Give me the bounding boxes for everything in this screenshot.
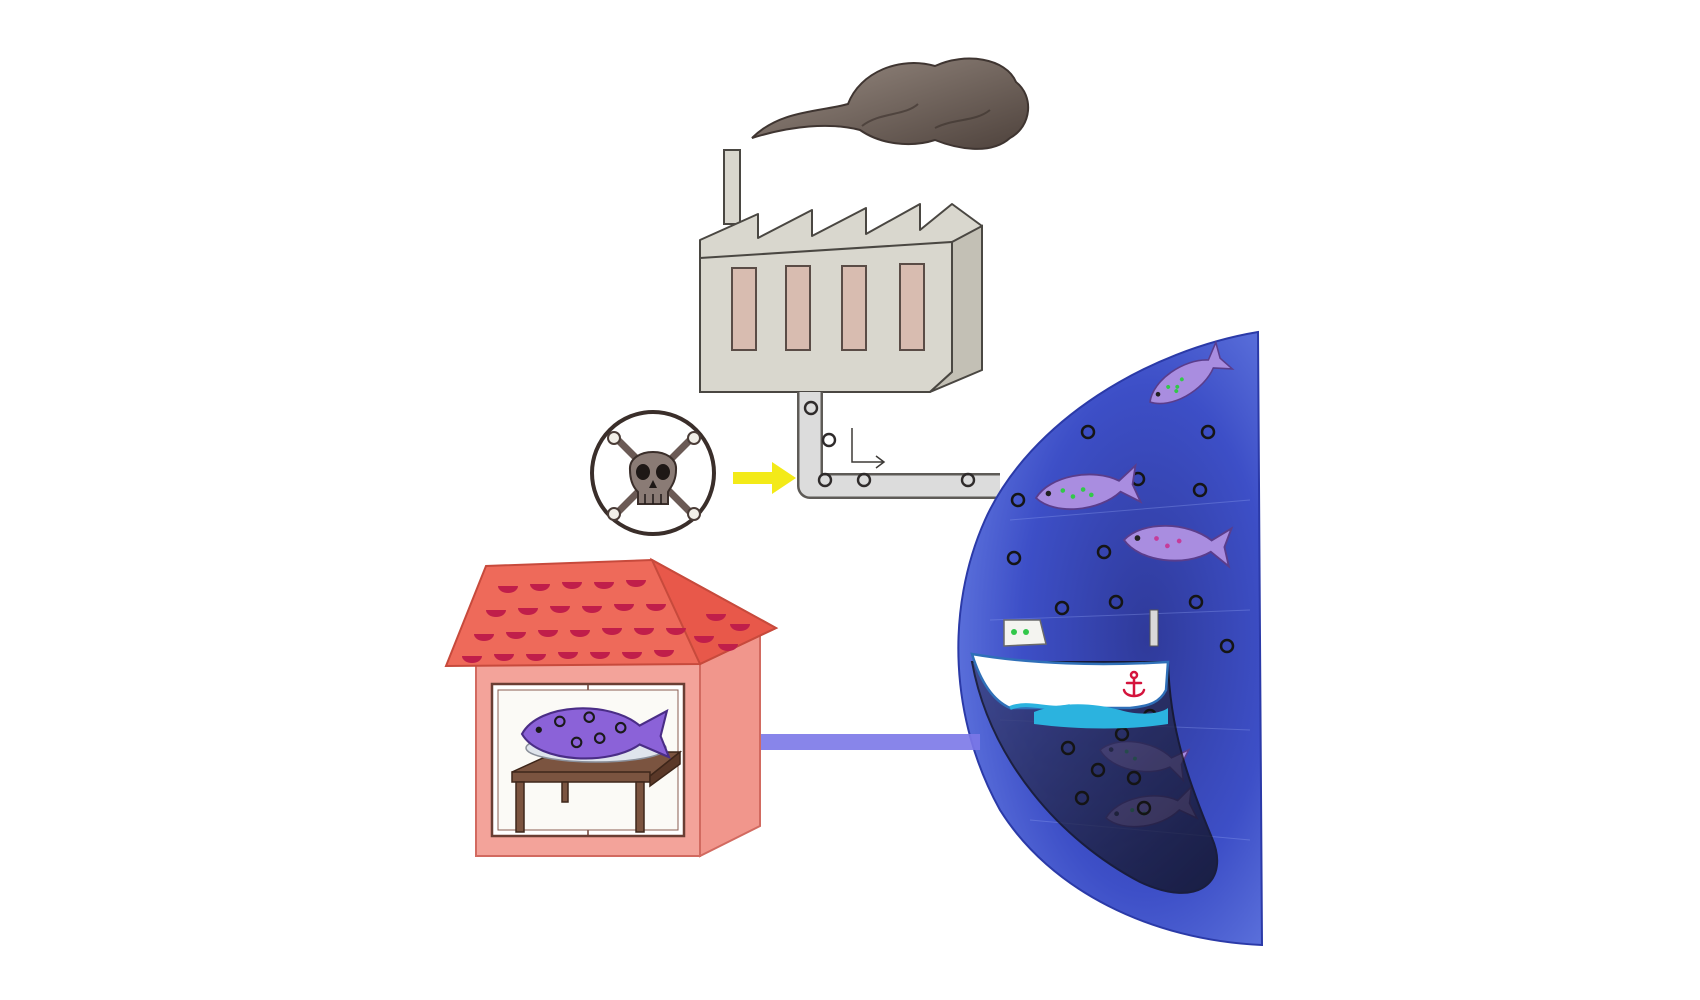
flow-direction-arrow bbox=[851, 428, 886, 469]
pollutant-dot bbox=[1054, 600, 1070, 616]
skull-and-crossbones-icon bbox=[607, 431, 701, 521]
waste-pipe bbox=[797, 392, 1000, 499]
anchor-icon bbox=[1122, 670, 1146, 698]
pollutant-dot bbox=[856, 472, 872, 488]
pollutant-dot bbox=[1200, 424, 1216, 440]
pollutant-dot bbox=[1010, 492, 1026, 508]
factory-chimney bbox=[723, 149, 741, 225]
pollutant-dot bbox=[1006, 550, 1022, 566]
house bbox=[444, 557, 779, 858]
factory-window bbox=[785, 265, 811, 351]
house-side-wall bbox=[699, 630, 761, 858]
factory-window bbox=[899, 263, 925, 351]
fish bbox=[1032, 464, 1142, 518]
pipe-pollutant-dots bbox=[803, 400, 976, 488]
pollutant-dot bbox=[960, 472, 976, 488]
pollutant-dot bbox=[1219, 638, 1235, 654]
fishing-boat bbox=[970, 609, 1170, 729]
fish-on-plate bbox=[520, 707, 671, 760]
pollutant-dot bbox=[1192, 482, 1208, 498]
boat-hull bbox=[970, 652, 1170, 710]
pollutant-dot bbox=[1188, 594, 1204, 610]
factory-windows bbox=[731, 263, 925, 351]
factory-window bbox=[731, 267, 757, 351]
pollutant-dot bbox=[803, 400, 819, 416]
pollutant-dot bbox=[1108, 594, 1124, 610]
pollutant-dot bbox=[821, 432, 837, 448]
roof-tiles bbox=[462, 580, 750, 663]
fish bbox=[1121, 520, 1233, 568]
factory-window bbox=[841, 265, 867, 351]
pollutant-dot bbox=[817, 472, 833, 488]
factory bbox=[699, 149, 983, 393]
pollutant-dot bbox=[1096, 544, 1112, 560]
pollutant-dot bbox=[1080, 424, 1096, 440]
fish bbox=[1140, 341, 1234, 417]
boat-mast bbox=[1149, 609, 1159, 647]
yellow-arrow bbox=[733, 462, 796, 494]
smoke-cloud bbox=[751, 57, 1030, 150]
toxic-waste-symbol bbox=[590, 410, 716, 536]
ocean-pollutant-dots bbox=[1006, 424, 1235, 654]
